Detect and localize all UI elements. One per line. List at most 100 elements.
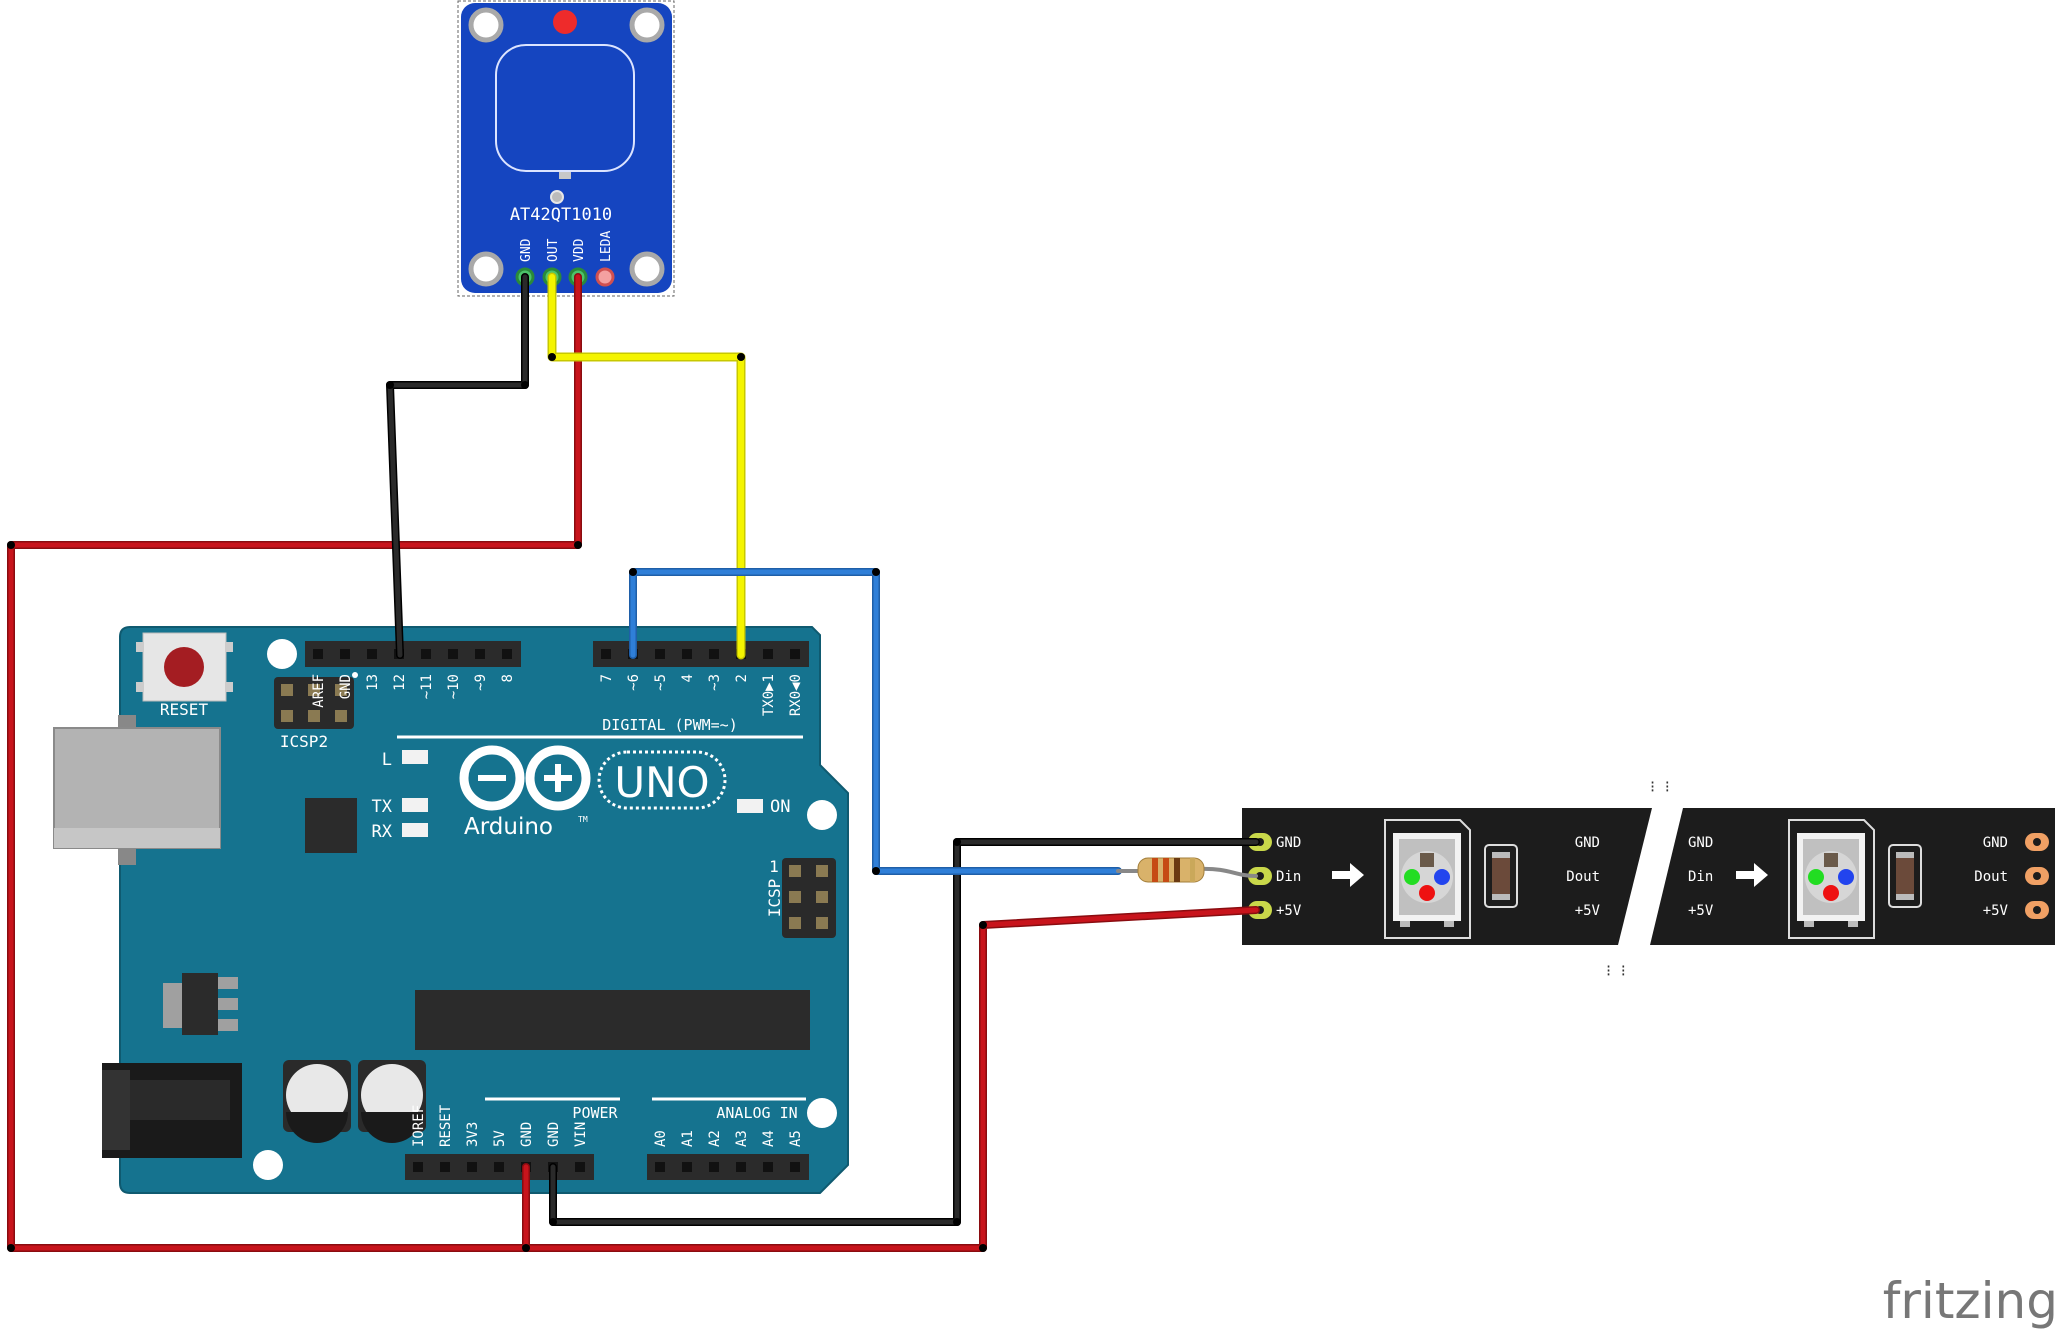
- header-pin-label: GND: [546, 1122, 562, 1147]
- header-pin-label: A1: [680, 1130, 696, 1147]
- header-pin[interactable]: [763, 1162, 773, 1172]
- header-pin-label: 4: [680, 674, 696, 682]
- header-pin-label: 2: [734, 674, 750, 682]
- strip-leds: [1332, 819, 1922, 939]
- header-pin-label: 12: [392, 674, 408, 691]
- touch-pad[interactable]: [495, 44, 635, 172]
- header-pin-label: RESET: [438, 1104, 454, 1147]
- wire-gnd-sensor: [386, 273, 529, 659]
- digital-pwm-label: DIGITAL (PWM=~): [602, 716, 737, 734]
- header-pin[interactable]: [494, 1162, 504, 1172]
- header-pin[interactable]: [340, 649, 350, 659]
- resistor: [1137, 857, 1205, 883]
- header-pin[interactable]: [313, 649, 323, 659]
- sensor-chip-label: AT42QT1010: [510, 205, 612, 225]
- strip-pad-label: Din: [1276, 869, 1301, 885]
- sensor-pin-label: LEDA: [599, 231, 614, 262]
- header-pin-label: ~5: [653, 674, 669, 691]
- header-pin-label: TX0▶1: [761, 674, 777, 716]
- analog-in-label: ANALOG IN: [716, 1104, 797, 1122]
- ws2812-led: [1788, 819, 1875, 939]
- strip-pad-label: GND: [1276, 835, 1301, 851]
- strip-pad-label: +5V: [1575, 903, 1601, 919]
- header-pin-label: ~10: [446, 674, 462, 699]
- header-pin-label: IOREF: [411, 1105, 427, 1147]
- strip-pad-label: GND: [1688, 835, 1713, 851]
- header-pin-label: A4: [761, 1130, 777, 1147]
- header-pin[interactable]: [413, 1162, 423, 1172]
- svg-text:⁝ ⁝: ⁝ ⁝: [1606, 961, 1626, 980]
- led-on: [737, 799, 763, 813]
- smd-capacitor: [1484, 844, 1518, 908]
- header-pin[interactable]: [682, 649, 692, 659]
- icsp2-label: ICSP2: [280, 732, 328, 751]
- neopixel-led-strip: ⁝ ⁝ ⁝ ⁝ GNDDin+5VGNDDout+5VGNDDin+5VGNDD…: [1242, 777, 2055, 980]
- header-pin-label: AREF: [311, 674, 327, 708]
- strip-pad-label: GND: [1575, 835, 1600, 851]
- data-direction-arrow-icon: [1736, 863, 1768, 887]
- strip-pad-label: +5V: [1983, 903, 2009, 919]
- header-pin[interactable]: [502, 649, 512, 659]
- ws2812-led: [1384, 819, 1471, 939]
- mounting-hole: [267, 639, 297, 669]
- mounting-hole: [629, 7, 665, 43]
- svg-text:⁝ ⁝: ⁝ ⁝: [1650, 777, 1670, 796]
- sensor-led: [553, 10, 577, 34]
- header-pin[interactable]: [790, 649, 800, 659]
- smd-capacitor: [1888, 844, 1922, 908]
- strip-pad-label: Dout: [1566, 869, 1600, 885]
- icsp-header: [782, 858, 836, 938]
- led-rx: [402, 823, 428, 837]
- uno-logo-text: UNO: [614, 758, 709, 807]
- header-pin[interactable]: [448, 649, 458, 659]
- header-pin-label: 5V: [492, 1130, 508, 1147]
- usb-connector: [53, 715, 221, 865]
- strip-pad-label: +5V: [1276, 903, 1302, 919]
- header-pin-label: ~11: [419, 674, 435, 699]
- header-pin[interactable]: [467, 1162, 477, 1172]
- header-pin[interactable]: [709, 649, 719, 659]
- header-pin[interactable]: [655, 649, 665, 659]
- mounting-hole: [253, 1150, 283, 1180]
- header-pin[interactable]: [790, 1162, 800, 1172]
- header-pin[interactable]: [440, 1162, 450, 1172]
- fritzing-watermark: fritzing: [1883, 1272, 2058, 1329]
- header-pin-label: VIN: [573, 1122, 589, 1147]
- header-pin[interactable]: [736, 1162, 746, 1172]
- header-pin-label: A0: [653, 1130, 669, 1147]
- reset-label: RESET: [160, 700, 209, 719]
- header-pin[interactable]: [709, 1162, 719, 1172]
- header-pin[interactable]: [367, 649, 377, 659]
- header-pin[interactable]: [575, 1162, 585, 1172]
- sensor-pin[interactable]: [595, 267, 615, 287]
- header-pin[interactable]: [682, 1162, 692, 1172]
- dc-power-jack: [102, 1063, 242, 1158]
- sensor-pin-label: GND: [519, 238, 534, 262]
- data-direction-arrow-icon: [1332, 863, 1364, 887]
- wires: [7, 272, 1260, 1252]
- reset-button[interactable]: [136, 632, 233, 702]
- header-pin[interactable]: [421, 649, 431, 659]
- header-pin-label: 7: [599, 674, 615, 682]
- led-tx: [402, 798, 428, 812]
- arduino-logo-text: Arduino: [464, 814, 553, 840]
- header-pin-label: 3V3: [465, 1122, 481, 1147]
- header-pin[interactable]: [475, 649, 485, 659]
- header-pin[interactable]: [763, 649, 773, 659]
- arduino-infinity-logo: [459, 745, 591, 811]
- mounting-hole: [468, 7, 504, 43]
- sensor-pin-label: OUT: [546, 238, 561, 262]
- atmega-microcontroller: [415, 990, 810, 1050]
- header-pin-label: ~6: [626, 674, 642, 691]
- header-pin[interactable]: [655, 1162, 665, 1172]
- mounting-hole: [807, 800, 837, 830]
- strip-pad-label: +5V: [1688, 903, 1714, 919]
- strip-pad-label: Din: [1688, 869, 1713, 885]
- icsp2-header: [274, 672, 358, 729]
- header-pin[interactable]: [601, 649, 611, 659]
- icsp-label: ICSP: [765, 879, 784, 918]
